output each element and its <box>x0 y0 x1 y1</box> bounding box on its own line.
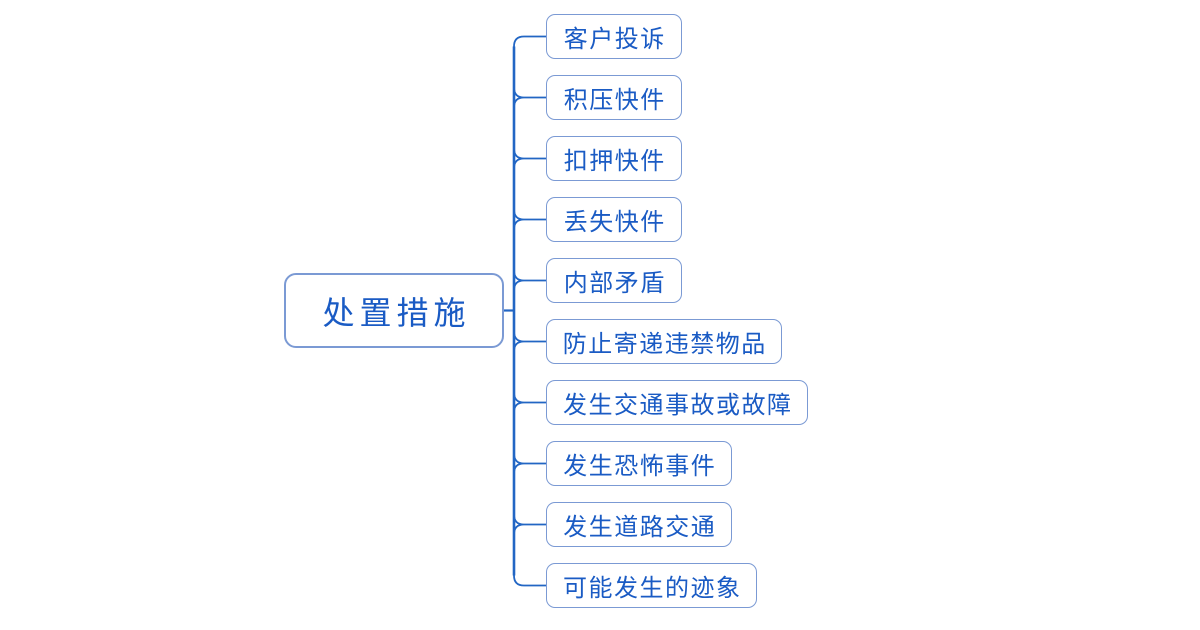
child-node[interactable]: 防止寄递违禁物品 <box>546 319 782 364</box>
connector-line <box>513 270 546 291</box>
child-node[interactable]: 丢失快件 <box>546 197 682 242</box>
connector-line <box>513 392 546 413</box>
connector-line <box>513 35 546 47</box>
connector-line <box>513 575 546 587</box>
child-node-label: 扣押快件 <box>563 147 666 175</box>
child-node-label: 客户投诉 <box>563 25 666 53</box>
child-node[interactable]: 可能发生的迹象 <box>546 563 757 608</box>
child-node[interactable]: 发生交通事故或故障 <box>546 380 808 425</box>
connector-line <box>513 514 546 535</box>
child-node[interactable]: 积压快件 <box>546 75 682 120</box>
child-node-label: 防止寄递违禁物品 <box>562 330 767 358</box>
root-node[interactable]: 处置措施 <box>284 273 504 348</box>
child-node[interactable]: 内部矛盾 <box>546 258 682 303</box>
child-node-label: 丢失快件 <box>563 208 666 236</box>
child-node-label: 积压快件 <box>563 86 666 114</box>
connector-line <box>513 87 546 108</box>
child-node[interactable]: 客户投诉 <box>546 14 682 59</box>
child-node[interactable]: 扣押快件 <box>546 136 682 181</box>
child-node-label: 发生恐怖事件 <box>563 452 717 480</box>
child-node-label: 内部矛盾 <box>563 269 666 297</box>
connector-line <box>513 209 546 230</box>
connector-line <box>513 453 546 474</box>
child-node[interactable]: 发生道路交通 <box>546 502 732 547</box>
connector-line <box>513 148 546 169</box>
connector-line <box>513 331 546 352</box>
child-node-label: 发生交通事故或故障 <box>563 391 793 419</box>
child-node-label: 可能发生的迹象 <box>563 574 742 602</box>
child-node-label: 发生道路交通 <box>563 513 717 541</box>
child-node[interactable]: 发生恐怖事件 <box>546 441 732 486</box>
